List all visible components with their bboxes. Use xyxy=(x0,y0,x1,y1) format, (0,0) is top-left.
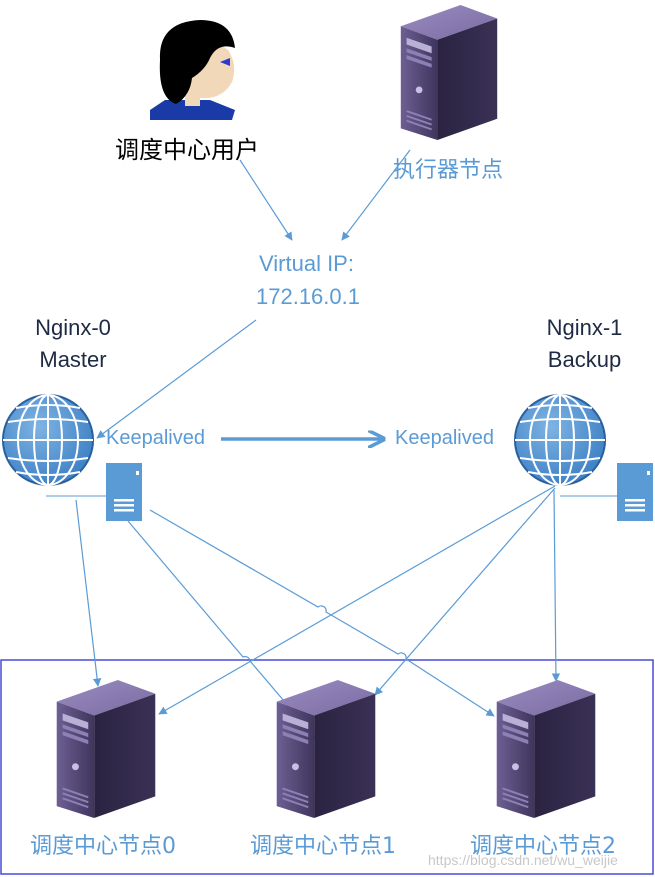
node1-server-icon xyxy=(276,680,376,818)
vip-to-nginx0-arrow xyxy=(96,319,257,439)
executor-server-icon xyxy=(399,5,499,140)
nginx1-to-node1-arrow xyxy=(374,487,556,696)
executor-to-vip-arrow xyxy=(341,149,411,241)
vip-line2: 172.16.0.1 xyxy=(256,284,360,309)
nginx0-to-node2-arrow xyxy=(149,509,495,717)
nginx0-keepalived-label: Keepalived xyxy=(106,427,205,449)
nginx1-to-node0-arrow xyxy=(158,485,556,715)
nginx1-globe-icon xyxy=(514,394,606,486)
scheduler-cluster-frame xyxy=(0,659,654,875)
user-label: 调度中心用户 xyxy=(115,136,259,164)
nginx1-to-node2-arrow xyxy=(551,489,561,682)
node2-server-icon xyxy=(496,680,596,818)
nginx1-role: Backup xyxy=(547,347,622,372)
watermark: https://blog.csdn.net/wu_weijie xyxy=(428,852,618,868)
executor-label: 执行器节点 xyxy=(393,158,504,183)
nginx0-globe-icon xyxy=(2,394,94,486)
user-to-vip-arrow xyxy=(239,159,293,241)
node0-label: 调度中心节点0 xyxy=(30,834,176,859)
nginx1-name: Nginx-1 xyxy=(546,315,623,340)
nginx0-to-node0-arrow xyxy=(75,499,102,687)
nginx0-server-icon xyxy=(106,463,142,521)
node1-label: 调度中心节点1 xyxy=(250,834,396,859)
vip-line1: Virtual IP: xyxy=(259,251,354,276)
nginx1-server-icon xyxy=(617,463,653,521)
user-avatar xyxy=(150,20,235,120)
node2-label: 调度中心节点2 xyxy=(470,834,616,859)
nginx0-role: Master xyxy=(39,347,107,372)
node0-server-icon xyxy=(56,680,156,818)
nginx1-keepalived-label: Keepalived xyxy=(395,427,494,449)
nginx0-name: Nginx-0 xyxy=(35,315,111,340)
